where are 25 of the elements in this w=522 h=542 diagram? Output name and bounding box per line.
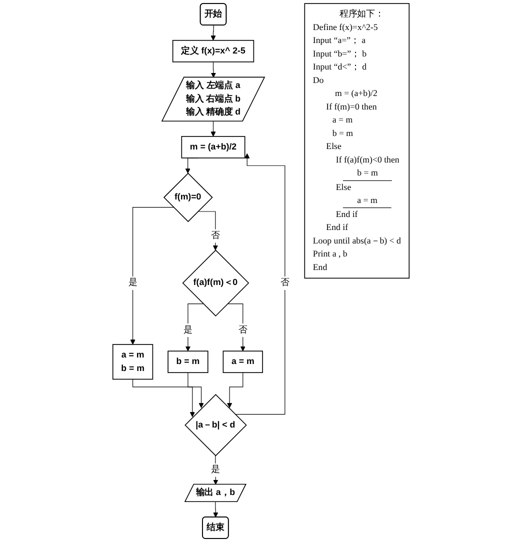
edge-label: 否 [238,324,248,335]
node-diamond: |a－b| < d [184,394,247,456]
node-box: m = (a+b)/2 [181,136,246,158]
node-box: b = m [168,350,208,374]
node-box: a = m [222,350,263,374]
node-diamond: f(m)=0 [163,172,213,222]
arrow [227,303,246,352]
arrow [210,121,216,137]
edge-label: 否 [210,230,220,240]
arrow [130,207,174,345]
edge-label: 是 [210,464,220,475]
node-box: a = m b = m [112,344,154,380]
arrow [234,153,286,415]
arrow [188,372,204,408]
node-box: 程序如下： Define f(x)=x^2-5 Input “a=”； a Input “b=”； b Input “d<”； d Do m = (a+b)/2 If f(m)=0 then a = m b = m Else If f(a)f(m)<0 then b = m Else a = m End if End if Loop until abs(a－b) < d Print a , b End [304,3,410,279]
node-box: 定义 f(x)=x^ 2-5 [172,40,254,62]
arrow [132,378,195,418]
arrow [213,502,218,518]
arrow [226,372,244,408]
arrow [210,25,216,41]
edge-label: 是 [184,324,192,335]
node-diamond: f(a)f(m)＜0 [182,250,250,316]
edge-label: 否 [280,278,290,288]
arrow [210,62,216,78]
edge-label: 是 [128,278,138,288]
